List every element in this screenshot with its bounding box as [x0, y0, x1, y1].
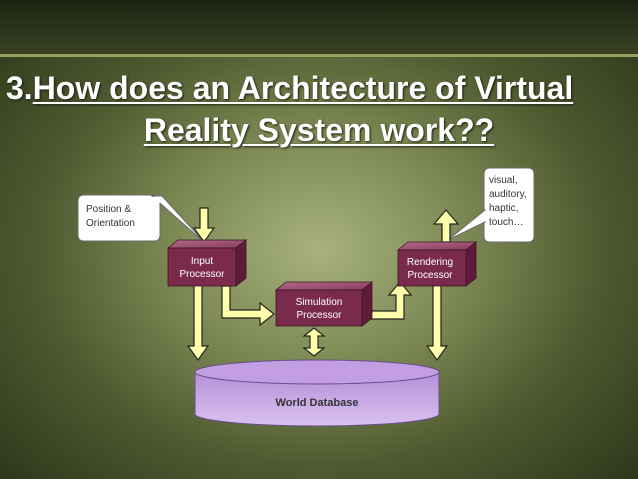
title-divider — [0, 54, 638, 57]
arrow-simulation-to-rendering — [365, 281, 413, 320]
input-processor-label-1: Input — [191, 256, 213, 267]
slide-title-line1: 3.How does an Architecture of Virtual — [6, 68, 638, 108]
arrow-input-to-simulation — [221, 285, 275, 327]
arrow-position-input — [192, 207, 216, 244]
slide-title-line2: Reality System work?? — [0, 110, 638, 150]
rendering-processor-label-2: Processor — [407, 270, 453, 281]
input-processor-label-2: Processor — [179, 269, 225, 280]
callout-right-text-1: visual, — [489, 175, 517, 186]
simulation-processor-box: Simulation Processor — [274, 281, 374, 327]
simulation-processor-label-2: Processor — [296, 310, 342, 321]
input-processor-box: Input Processor — [166, 239, 248, 287]
simulation-processor-label-1: Simulation — [296, 297, 343, 308]
title-bar — [0, 0, 638, 55]
callout-left-text-1: Position & — [86, 204, 131, 215]
rendering-processor-label-1: Rendering — [407, 257, 453, 268]
arrow-simulation-database — [302, 327, 326, 357]
rendering-processor-box: Rendering Processor — [396, 241, 478, 287]
world-database-cylinder: World Database — [194, 359, 440, 427]
callout-right-text-3: haptic, — [489, 203, 518, 214]
callout-left-text-2: Orientation — [86, 218, 135, 229]
title-number: 3. — [6, 70, 33, 106]
arrow-rendering-output-head — [432, 209, 460, 243]
title-text-line2: Reality System work?? — [143, 112, 495, 148]
callout-right-text-2: auditory, — [489, 189, 527, 200]
database-label: World Database — [276, 397, 359, 409]
callout-outputs: visual, auditory, haptic, touch… — [447, 167, 535, 243]
title-text-line1: How does an Architecture of Virtual — [32, 70, 574, 106]
callout-position-orientation: Position & Orientation — [77, 194, 206, 244]
callout-right-text-4: touch… — [489, 217, 523, 228]
